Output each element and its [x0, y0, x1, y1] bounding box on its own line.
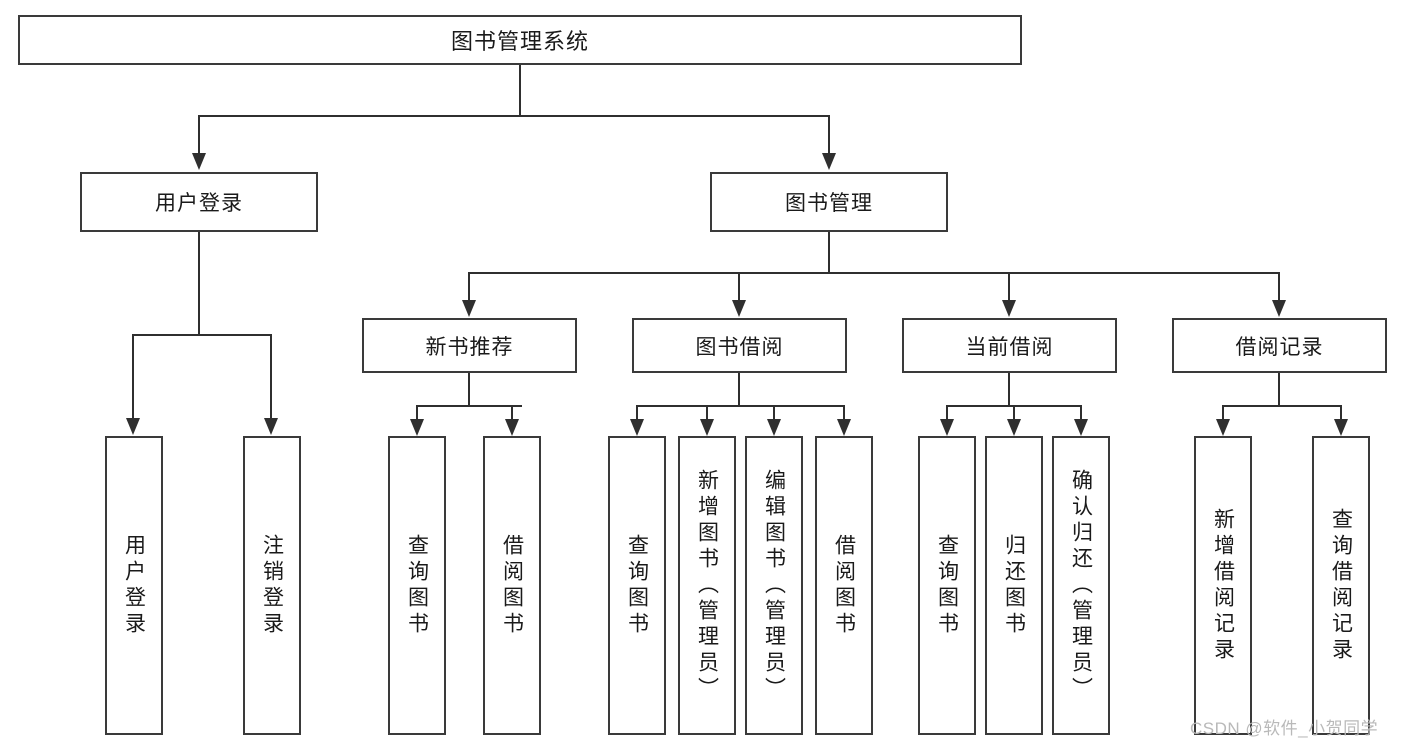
node-label: 图书管理 — [785, 192, 873, 215]
leaf-node-query-book-1[interactable]: 查询图书 — [388, 436, 446, 735]
node-label: 查询图书 — [625, 533, 649, 638]
arrow-to-leaf-return-book — [1007, 419, 1021, 436]
node-label: 借阅图书 — [832, 533, 856, 638]
node-new-book-recommend[interactable]: 新书推荐 — [362, 318, 577, 373]
node-label: 归还图书 — [1002, 533, 1026, 638]
leaf-node-query-book-3[interactable]: 查询图书 — [918, 436, 976, 735]
arrow-to-user-login — [192, 153, 206, 170]
edge-borrow-record-bus — [1222, 405, 1340, 407]
node-label: 查询图书 — [405, 533, 429, 638]
leaf-node-confirm-return[interactable]: 确认归还（管理员） — [1052, 436, 1110, 735]
edge-root-stem — [519, 65, 521, 116]
edge-drop-book-borrow — [738, 272, 740, 302]
edge-book-borrow-stem — [738, 373, 740, 406]
leaf-node-add-record[interactable]: 新增借阅记录 — [1194, 436, 1252, 735]
arrow-to-borrow-record — [1272, 300, 1286, 317]
edge-level2-bus — [198, 115, 830, 117]
node-book-borrow[interactable]: 图书借阅 — [632, 318, 847, 373]
edge-level3-bus — [468, 272, 1280, 274]
node-label: 借阅记录 — [1235, 335, 1324, 359]
arrow-to-leaf-query-book-1 — [410, 419, 424, 436]
node-label: 确认归还（管理员） — [1069, 468, 1093, 703]
edge-drop-leaf-confirm-return — [1080, 405, 1082, 421]
arrow-to-leaf-query-book-2 — [630, 419, 644, 436]
node-label: 当前借阅 — [965, 335, 1054, 359]
edge-book-management-stem — [828, 232, 830, 274]
arrow-to-current-borrow — [1002, 300, 1016, 317]
arrow-to-leaf-user-login — [126, 418, 140, 435]
leaf-node-query-book-2[interactable]: 查询图书 — [608, 436, 666, 735]
arrow-to-leaf-logout — [264, 418, 278, 435]
node-label: 用户登录 — [122, 533, 146, 638]
watermark-text: CSDN @软件_小贺同学 — [1190, 719, 1379, 738]
edge-drop-leaf-logout — [270, 334, 272, 419]
node-current-borrow[interactable]: 当前借阅 — [902, 318, 1117, 373]
node-label: 借阅图书 — [500, 533, 524, 638]
edge-level2-drop-user-login — [198, 115, 200, 155]
node-label: 查询借阅记录 — [1329, 507, 1353, 664]
leaf-node-edit-book[interactable]: 编辑图书（管理员） — [745, 436, 803, 735]
node-label: 图书管理系统 — [450, 29, 589, 54]
edge-user-login-stem — [198, 232, 200, 336]
edge-drop-borrow-record — [1278, 272, 1280, 302]
node-user-login[interactable]: 用户登录 — [80, 172, 318, 232]
leaf-node-borrow-book-1[interactable]: 借阅图书 — [483, 436, 541, 735]
leaf-node-add-book[interactable]: 新增图书（管理员） — [678, 436, 736, 735]
edge-borrow-record-stem — [1278, 373, 1280, 406]
arrow-to-leaf-borrow-book-1 — [505, 419, 519, 436]
leaf-node-return-book[interactable]: 归还图书 — [985, 436, 1043, 735]
node-label: 图书借阅 — [695, 335, 784, 359]
leaf-node-borrow-book-2[interactable]: 借阅图书 — [815, 436, 873, 735]
edge-drop-leaf-add-book — [706, 405, 708, 421]
node-borrow-record[interactable]: 借阅记录 — [1172, 318, 1387, 373]
node-label: 编辑图书（管理员） — [762, 468, 786, 703]
node-label: 新书推荐 — [425, 335, 514, 359]
edge-current-borrow-stem — [1008, 373, 1010, 406]
leaf-node-user-login[interactable]: 用户登录 — [105, 436, 163, 735]
node-label: 用户登录 — [155, 192, 243, 215]
arrow-to-leaf-query-record — [1334, 419, 1348, 436]
arrow-to-leaf-add-book — [700, 419, 714, 436]
arrow-to-book-management — [822, 153, 836, 170]
leaf-node-logout[interactable]: 注销登录 — [243, 436, 301, 735]
edge-new-book-recommend-bus — [416, 405, 522, 407]
edge-drop-leaf-query-book-1 — [416, 405, 418, 421]
edge-drop-leaf-query-book-3 — [946, 405, 948, 421]
node-label: 注销登录 — [260, 533, 284, 638]
edge-drop-leaf-add-record — [1222, 405, 1224, 421]
leaf-node-query-record[interactable]: 查询借阅记录 — [1312, 436, 1370, 735]
node-label: 新增图书（管理员） — [695, 468, 719, 703]
edge-drop-new-book-recommend — [468, 272, 470, 302]
edge-drop-leaf-query-book-2 — [636, 405, 638, 421]
edge-drop-leaf-user-login — [132, 334, 134, 419]
edge-drop-leaf-return-book — [1013, 405, 1015, 421]
node-label: 新增借阅记录 — [1211, 507, 1235, 664]
edge-drop-leaf-borrow-book-1 — [511, 405, 513, 421]
edge-drop-leaf-borrow-book-2 — [843, 405, 845, 421]
node-book-management[interactable]: 图书管理 — [710, 172, 948, 232]
edge-level2-drop-book-management — [828, 115, 830, 155]
edge-book-borrow-bus — [636, 405, 844, 407]
arrow-to-leaf-add-record — [1216, 419, 1230, 436]
arrow-to-leaf-edit-book — [767, 419, 781, 436]
edge-drop-current-borrow — [1008, 272, 1010, 302]
edge-drop-leaf-query-record — [1340, 405, 1342, 421]
node-label: 查询图书 — [935, 533, 959, 638]
arrow-to-leaf-query-book-3 — [940, 419, 954, 436]
edge-new-book-recommend-stem — [468, 373, 470, 406]
edge-user-login-bus — [132, 334, 272, 336]
arrow-to-leaf-borrow-book-2 — [837, 419, 851, 436]
arrow-to-leaf-confirm-return — [1074, 419, 1088, 436]
node-root-book-management-system[interactable]: 图书管理系统 — [18, 15, 1022, 65]
arrow-to-book-borrow — [732, 300, 746, 317]
edge-drop-leaf-edit-book — [773, 405, 775, 421]
arrow-to-new-book-recommend — [462, 300, 476, 317]
